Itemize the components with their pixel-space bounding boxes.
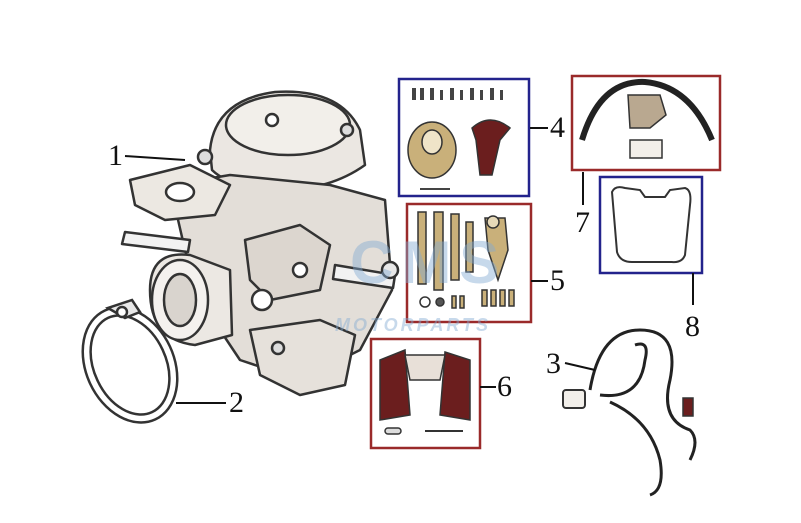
callout-2: 2: [229, 386, 244, 419]
kit-box-7: [570, 74, 722, 172]
kit-box-8: [598, 175, 704, 275]
kit-box-4: [397, 77, 531, 198]
callout-4: 4: [550, 111, 565, 144]
watermark-brand-text: CMS: [350, 229, 508, 296]
kit-box-5: [405, 202, 533, 324]
callout-8: 8: [685, 310, 700, 343]
callout-3: 3: [546, 347, 561, 380]
float-assembly: [379, 348, 471, 435]
watermark-sub-text: MOTORPARTS: [335, 315, 492, 335]
diaphragm-kit: [407, 88, 512, 190]
choke-wire-harness: [562, 328, 697, 497]
callout-5: 5: [550, 264, 565, 297]
callout-6: 6: [497, 370, 512, 403]
kit-box-6: [369, 337, 482, 450]
callout-7: 7: [575, 206, 590, 239]
leader-lines: [124, 127, 694, 404]
callout-1: 1: [108, 139, 123, 172]
bowl-gasket: [610, 186, 692, 264]
intake-clamp: [81, 298, 179, 424]
carburetor-assembly: [120, 90, 400, 397]
jets-kit: [417, 211, 515, 309]
fuel-hose: [579, 78, 715, 159]
